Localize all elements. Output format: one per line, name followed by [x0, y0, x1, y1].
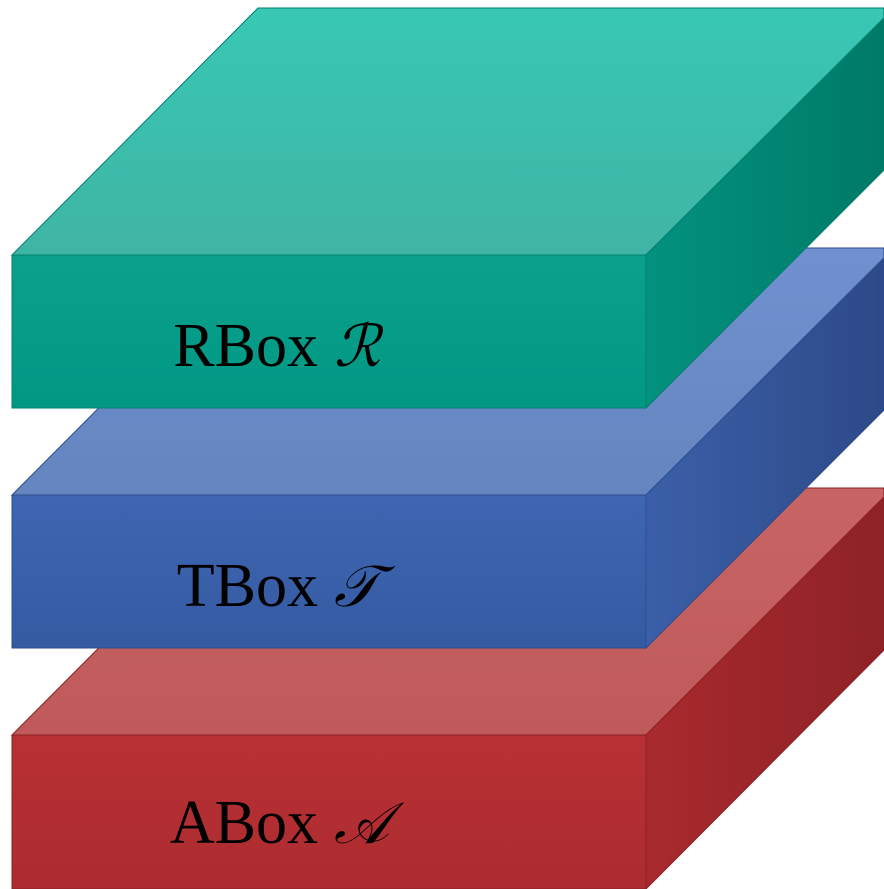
rbox-symbol: ℛ: [334, 312, 384, 380]
tbox-label: TBox: [177, 552, 318, 620]
rbox-slab: RBox ℛ: [10, 7, 884, 410]
abox-label: ABox: [170, 789, 318, 857]
rbox-front-face: [11, 254, 647, 409]
rbox-label: RBox: [173, 312, 318, 380]
abox-front-face: [11, 734, 647, 889]
tbox-front-face: [11, 494, 647, 649]
